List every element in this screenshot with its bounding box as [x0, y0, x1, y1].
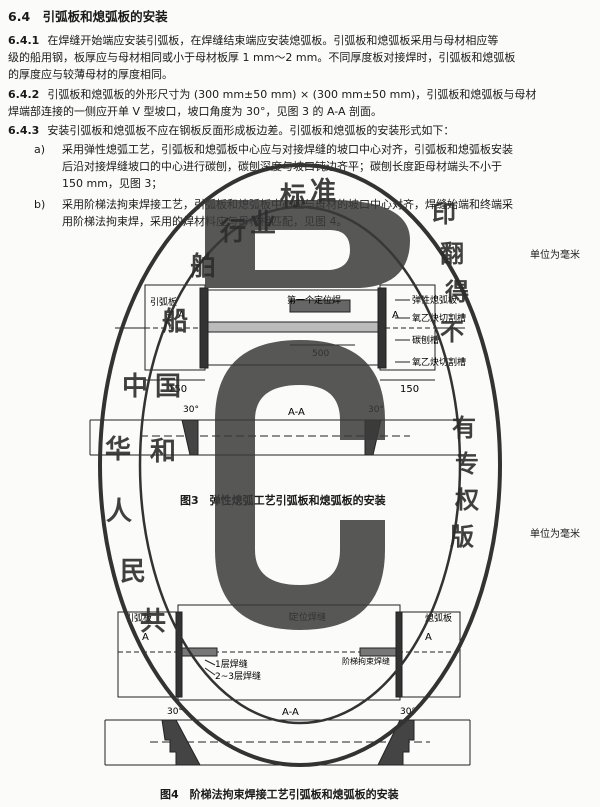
angle-left: 30° [167, 707, 183, 717]
label-arc-end: 熄弧板 [425, 612, 452, 624]
label-weld23: 2~3层焊缝 [215, 670, 261, 682]
fig4-section-view [104, 719, 471, 766]
paragraph-number: 6.4.3 [8, 124, 40, 137]
label-a-right: A [425, 632, 432, 643]
paragraph-line: 的厚度应与较薄母材的厚度相同。 [8, 68, 173, 81]
paragraph-line: 焊端部连接的一侧应开单 V 型坡口，坡口角度为 30°，见图 3 的 A-A 剖… [8, 105, 383, 118]
paragraph-6-4-1: 6.4.1 在焊缝开始端应安装引弧板，在焊缝结束端应安装熄弧板。引弧板和熄弧板采用… [8, 32, 593, 83]
fig4-caption: 图4 阶梯法拘束焊接工艺引弧板和熄弧板的安装 [160, 788, 399, 801]
fig4-plan-view [117, 604, 461, 701]
list-line: 采用弹性熄弧工艺，引弧板和熄弧板中心应与对接焊缝的坡口中心对齐，引弧板和熄弧板安… [62, 143, 513, 156]
arc-end-plate-right [399, 611, 461, 698]
section-title: 6.4 引弧板和熄弧板的安装 [8, 9, 168, 24]
tack-weld-right [395, 611, 403, 698]
weld-layer-start [181, 647, 218, 657]
label-a-left: A [142, 632, 149, 643]
fig4-unit: 单位为毫米 [530, 529, 580, 540]
label-arc-strike: 引弧板 [125, 612, 152, 624]
paragraph-line: 级的船用钢，板厚应与母材相同或小于母材板厚 1 mm～2 mm。不同厚度板对接焊… [8, 51, 516, 64]
label-restraint: 阶梯拘束焊缝 [342, 656, 390, 666]
leader-weld1 [204, 659, 216, 666]
paragraph-line: 在焊缝开始端应安装引弧板，在焊缝结束端应安装熄弧板。引弧板和熄弧板采用与母材相应… [47, 34, 499, 47]
leader-weld23 [204, 667, 216, 676]
tack-weld-left [175, 611, 183, 698]
label-tack: 定位焊缝 [290, 611, 326, 623]
paragraph-number: 6.4.1 [8, 34, 40, 47]
paragraph-6-4-3: 6.4.3 安装引弧板和熄弧板不应在钢板反面形成板边差。引弧板和熄弧板的安装形式如… [8, 122, 593, 139]
arc-strike-plate-left [117, 611, 179, 698]
paragraph-6-4-2: 6.4.2 引弧板和熄弧板的外形尺寸为 (300 mm±50 mm) × (300… [8, 86, 593, 120]
list-marker: a) [34, 143, 46, 156]
section-label: A-A [282, 707, 299, 718]
list-marker: b) [34, 198, 46, 211]
paragraph-number: 6.4.2 [8, 88, 40, 101]
fig3-unit: 单位为毫米 [530, 250, 580, 261]
paragraph-line: 安装引弧板和熄弧板不应在钢板反面形成板边差。引弧板和熄弧板的安装形式如下： [47, 124, 455, 137]
weld-layer-end [359, 647, 397, 657]
label-weld1: 1层焊缝 [215, 658, 248, 670]
angle-right: 30° [400, 707, 416, 717]
paragraph-line: 引弧板和熄弧板的外形尺寸为 (300 mm±50 mm) × (300 mm±5… [47, 88, 537, 101]
